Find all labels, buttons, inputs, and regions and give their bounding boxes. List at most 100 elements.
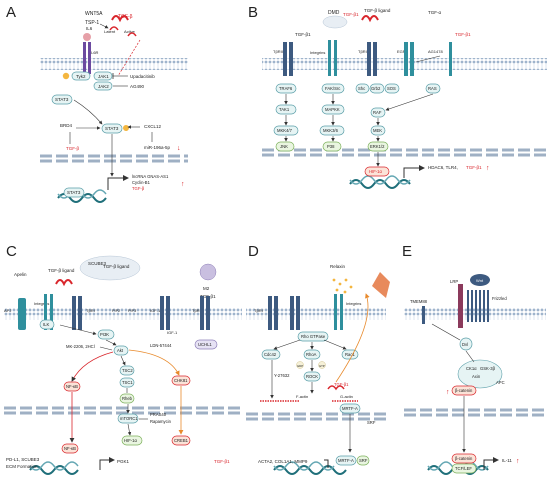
panel-d: D Relaxin TβRI Integrins Rho GTPase Cdc4…: [246, 243, 390, 475]
dna-icon: [273, 465, 347, 475]
panel-d-letter: D: [248, 243, 259, 260]
label-pip2: PIP2: [112, 309, 120, 313]
label-tgfb-3: TGF-β: [132, 186, 145, 191]
label-tsp1: TSP-1: [85, 20, 99, 26]
svg-text:Dvl: Dvl: [462, 342, 468, 347]
phospho-icon: [62, 72, 70, 80]
svg-text:Tyk2: Tyk2: [76, 74, 86, 79]
label-dmd: DMD: [328, 10, 340, 16]
label-apelin: Apelin: [14, 272, 27, 277]
svg-text:Rheb: Rheb: [122, 396, 133, 401]
node-hif1a: [121, 435, 143, 446]
svg-text:TSC2: TSC2: [122, 368, 133, 373]
label-lncrna: lncRNA GNAS-AS1: [132, 174, 169, 179]
label-tgfb-2: TGF-β: [66, 146, 79, 151]
svg-text:Rho GTPase: Rho GTPase: [301, 334, 326, 339]
node-akt: [113, 345, 129, 356]
node-hif1a: [364, 166, 390, 177]
label-igf1r: IGF-1R: [150, 308, 163, 313]
svg-text:TGF-β ligand: TGF-β ligand: [48, 268, 75, 273]
label-rapamycin: Rapamycin: [150, 419, 172, 424]
svg-text:FAK/Src: FAK/Src: [325, 86, 340, 91]
panel-b: B DMD TGF-β1 TGF-β ligand TGF-α TGF-β1 T…: [248, 4, 547, 189]
svg-text:NF-κB: NF-κB: [64, 446, 76, 451]
label-pdl1-scube3: PD-L1, SCUBE3: [6, 457, 40, 462]
node-fak: [321, 83, 345, 94]
lrp-receptor-icon: [458, 284, 463, 328]
svg-text:Grb2: Grb2: [371, 86, 381, 91]
node-p38: [322, 141, 342, 152]
label-tgfb1-top: TGF-β1: [295, 32, 311, 37]
svg-text:Cdc42: Cdc42: [264, 352, 277, 357]
label-ck1a: CK1α: [466, 366, 477, 371]
label-scube3: SCUBE3: [88, 261, 107, 266]
svg-text:JAK2: JAK2: [98, 84, 109, 89]
label-srf: SRF: [367, 420, 376, 425]
label-tmem88: TMEM88: [410, 299, 428, 304]
svg-text:Rac1: Rac1: [345, 352, 355, 357]
node-jnk: [275, 141, 295, 152]
svg-text:P38: P38: [327, 144, 335, 149]
node-beta-catenin: [451, 385, 477, 396]
svg-text:MKK3/6: MKK3/6: [323, 128, 339, 133]
integrin-icon: [328, 40, 331, 76]
label-tbri: TβRI: [254, 308, 263, 313]
node-tsc2: [119, 365, 135, 376]
svg-text:STAT3: STAT3: [105, 126, 119, 131]
svg-text:RAS: RAS: [428, 86, 437, 91]
receptor-tbrii-icon: [283, 42, 287, 76]
label-cxcl12: CXCL12: [144, 124, 162, 129]
node-ilk: [39, 319, 55, 330]
label-f-actin: F-actin: [296, 394, 308, 399]
node-jak1: [93, 71, 113, 81]
label-egfr: EGFR: [397, 49, 408, 54]
svg-text:ILK: ILK: [43, 322, 49, 327]
svg-text:STAT3: STAT3: [67, 190, 81, 195]
label-relaxin: Relaxin: [330, 264, 346, 269]
apj-receptor-icon: [18, 298, 26, 330]
label-tgfb1: TGF-β1: [334, 382, 349, 387]
node-tyk2: [71, 71, 91, 81]
node-grb2: [369, 83, 385, 94]
destruction-complex: [457, 359, 503, 389]
label-mir196a: miR-196a-5p: [144, 145, 171, 150]
node-tak1: [275, 104, 297, 115]
node-traf6: [275, 83, 297, 94]
egfr-icon: [404, 42, 408, 76]
svg-text:TGF-β1: TGF-β1: [343, 12, 359, 17]
label-il11: IL-11: [502, 458, 512, 463]
dna-icon: [29, 465, 79, 475]
svg-text:Shc: Shc: [358, 86, 365, 91]
label-tgfa: TGF-α: [428, 10, 441, 15]
node-mkk47: [273, 125, 299, 136]
node-stat3: [51, 94, 73, 105]
label-integrins: Integrins: [310, 50, 325, 55]
panel-e: E TMEM88 LRP Wnt Frizzled Dvl CK1α GSK-3…: [402, 243, 546, 475]
node-tsc1: [119, 377, 135, 388]
label-integrins: Integrins: [346, 301, 361, 306]
svg-text:↑: ↑: [181, 181, 185, 188]
cell-membrane: [4, 308, 242, 320]
label-wnt: Wnt: [476, 278, 484, 283]
svg-text:PI3K: PI3K: [100, 332, 109, 337]
svg-text:TSC1: TSC1: [122, 380, 133, 385]
node-mtorc1: [117, 413, 139, 424]
label-ecm-formation: ECM Formation: [6, 464, 38, 469]
node-chk81: [171, 375, 191, 386]
svg-text:UCHL1: UCHL1: [198, 342, 212, 347]
label-upadacitinib: Upadacitinib: [130, 74, 155, 79]
label-mk2206: MK-2206, 2HCl: [66, 344, 95, 349]
svg-text:mTORC1: mTORC1: [120, 416, 138, 421]
label-tbri: TβRI: [86, 308, 95, 313]
svg-text:JNK: JNK: [280, 144, 288, 149]
node-nfkb: [63, 381, 81, 392]
node-rheb: [119, 393, 135, 404]
svg-text:MRTF-A: MRTF-A: [338, 458, 354, 463]
node-sos: [384, 83, 400, 94]
panel-a-letter: A: [6, 4, 16, 21]
node-mrtfa-dna: [335, 455, 357, 466]
svg-text:HIF-1α: HIF-1α: [124, 438, 137, 443]
node-stat3-dimer: [101, 123, 123, 134]
label-g-actin: G-actin: [340, 394, 353, 399]
